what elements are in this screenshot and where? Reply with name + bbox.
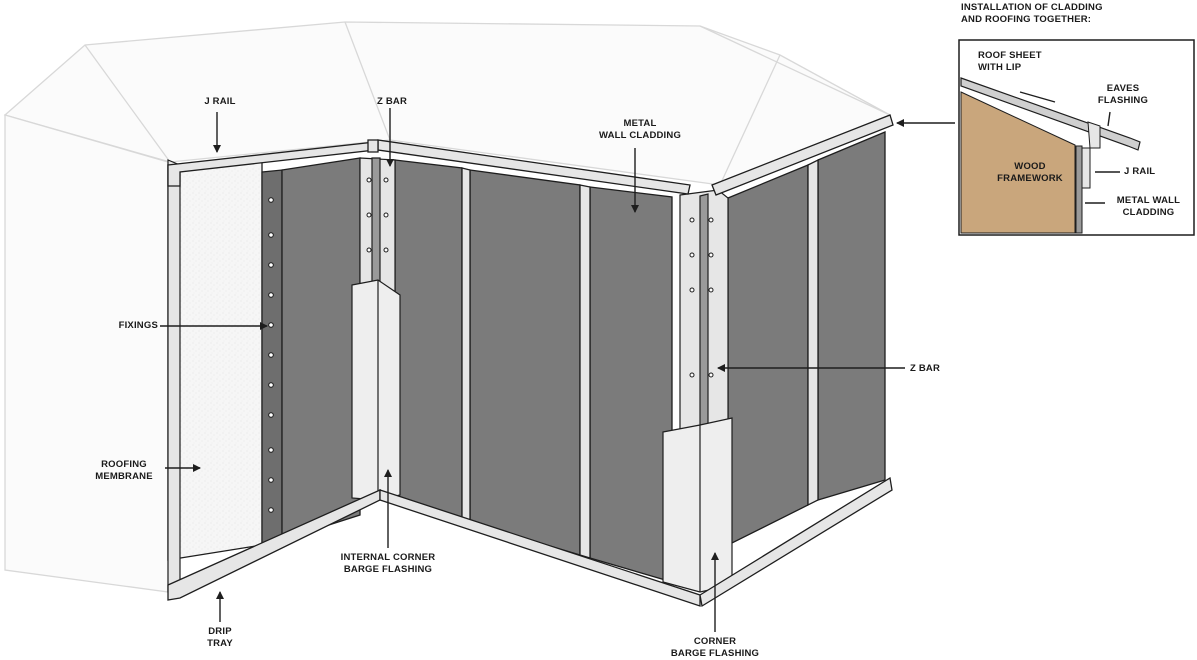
roof-outline (3, 21, 892, 593)
internal-corner (351, 157, 401, 501)
inset-title: INSTALLATION OF CLADDING AND ROOFING TOG… (961, 2, 1103, 25)
inset-label-j-rail: J RAIL (1124, 166, 1156, 177)
fixings-screws (268, 177, 714, 513)
label-fixings: FIXINGS (118, 320, 158, 331)
left-wall (167, 157, 361, 596)
j-rail-top (167, 114, 894, 196)
inset-label-metal-wall-cladding: METAL WALL CLADDING (1116, 195, 1181, 218)
label-metal-wall-cladding: METAL WALL CLADDING (598, 118, 682, 141)
label-z-bar-top: Z BAR (376, 96, 408, 107)
inset-label-roof-sheet: ROOF SHEET WITH LIP (978, 50, 1042, 73)
inset-detail (958, 39, 1195, 236)
label-internal-corner-barge-flashing: INTERNAL CORNER BARGE FLASHING (340, 552, 436, 575)
label-drip-tray: DRIP TRAY (207, 626, 233, 649)
inset-label-eaves-flashing: EAVES FLASHING (1097, 83, 1149, 106)
label-z-bar-right: Z BAR (910, 363, 941, 374)
drip-tray (167, 476, 893, 608)
label-corner-barge-flashing: CORNER BARGE FLASHING (670, 636, 760, 659)
back-wall (394, 159, 673, 583)
label-j-rail: J RAIL (204, 96, 236, 107)
external-corner (662, 189, 733, 593)
label-roofing-membrane: ROOFING MEMBRANE (95, 459, 153, 482)
arrows (160, 91, 1120, 632)
inset-label-wood-framework: WOOD FRAMEWORK (997, 161, 1063, 184)
right-wall (727, 131, 886, 547)
